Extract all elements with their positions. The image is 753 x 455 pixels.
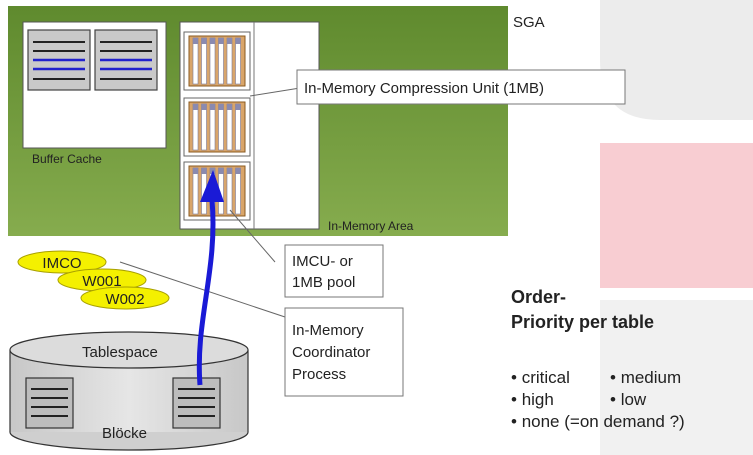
coordinator-callout-line-3: Process	[292, 366, 346, 383]
process-w002-label: W002	[105, 291, 144, 308]
disk-block-1	[25, 377, 74, 429]
priority-title: Order- Priority per table	[511, 287, 654, 332]
coordinator-callout-line-2: Coordinator	[292, 344, 370, 361]
grey-deco-shape	[600, 0, 753, 120]
blocks-label: Blöcke	[102, 425, 147, 442]
disk-block-2	[172, 377, 221, 429]
priority-title-line-2: Priority per table	[511, 312, 654, 332]
pool-callout-box	[284, 244, 384, 298]
tablespace-label: Tablespace	[82, 344, 158, 361]
sga-label: SGA	[513, 14, 545, 31]
buffer-block-2	[94, 29, 158, 91]
priority-bullet-high: • high	[511, 390, 554, 409]
coordinator-callout-box	[284, 307, 404, 397]
process-imco: IMCO	[17, 250, 107, 274]
priority-bullet-none: • none (=on demand ?)	[511, 412, 685, 431]
connector-lines	[119, 87, 301, 318]
pool-callout-text: IMCU- or 1MB pool	[292, 253, 357, 291]
pool-callout-line-1: IMCU- or	[292, 253, 353, 270]
process-w002: W002	[80, 286, 170, 310]
pool-callout-line-2: 1MB pool	[292, 274, 355, 291]
grey-deco-strip	[600, 300, 753, 455]
buffer-block-1	[27, 29, 91, 91]
pink-deco-block	[600, 143, 753, 288]
population-arrow	[196, 170, 224, 386]
process-w001: W001	[57, 268, 147, 292]
imcu-callout-text: In-Memory Compression Unit (1MB)	[304, 80, 544, 97]
priority-bullet-critical: • critical	[511, 368, 570, 387]
buffer-cache-label: Buffer Cache	[32, 152, 102, 166]
imcu-block-2	[183, 97, 251, 157]
priority-bullet-low: • low	[610, 390, 647, 409]
coordinator-callout-line-1: In-Memory	[292, 322, 364, 339]
imcu-block-1	[183, 31, 251, 91]
imcu-stack	[183, 31, 251, 221]
in-memory-area-label: In-Memory Area	[328, 219, 414, 233]
priority-bullet-medium: • medium	[610, 368, 681, 387]
imcu-callout-box	[296, 69, 626, 105]
process-w001-label: W001	[82, 273, 121, 290]
process-imco-label: IMCO	[42, 255, 81, 272]
coordinator-callout-text: In-Memory Coordinator Process	[292, 322, 375, 383]
priority-title-line-1: Order-	[511, 287, 566, 307]
